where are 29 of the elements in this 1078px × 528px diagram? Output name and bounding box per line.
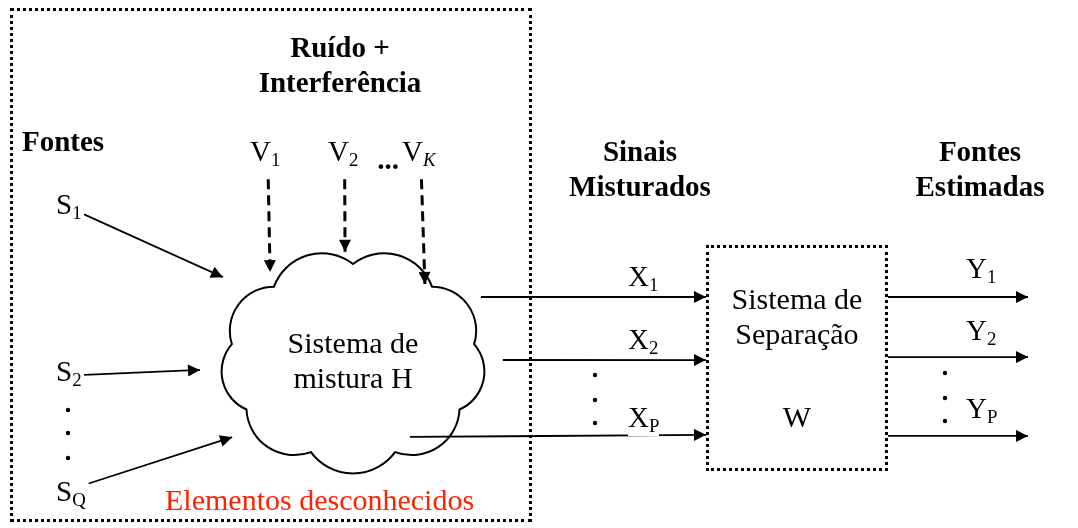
signal-label: V$_{1}$	[250, 137, 281, 170]
signal-label: V$_{K}$	[402, 137, 436, 170]
heading: Ruído + Interferência	[257, 30, 423, 100]
arrow	[83, 213, 224, 279]
node-text: Sistema de mistura H	[286, 326, 420, 395]
arrow	[887, 291, 1029, 303]
arrow	[887, 351, 1029, 364]
signal-label: S$_{2}$	[56, 357, 82, 390]
arrow	[87, 435, 234, 485]
signal-label: V$_{2}$	[328, 137, 359, 170]
arrow	[83, 364, 201, 377]
signal-label: S$_{1}$	[56, 190, 82, 223]
heading: Sinais Misturados	[568, 134, 712, 204]
arrow	[887, 429, 1029, 442]
dashed-arrow	[418, 179, 431, 285]
ellipsis: ...	[376, 142, 400, 177]
dashed-arrow	[263, 179, 276, 273]
arrow	[502, 354, 707, 367]
heading: Fontes	[22, 124, 106, 159]
arrow	[409, 428, 707, 441]
dashed-arrow	[339, 179, 351, 252]
signal-label: S$_{Q}$	[56, 477, 86, 510]
arrow	[480, 291, 707, 303]
node-text: Sistema de Separação	[730, 282, 864, 351]
dotted-frame	[10, 8, 532, 522]
process-box	[706, 245, 888, 471]
frame-caption: Elementos desconhecidos	[165, 485, 475, 515]
node-text: W	[781, 400, 813, 435]
heading: Fontes Estimadas	[914, 134, 1046, 204]
